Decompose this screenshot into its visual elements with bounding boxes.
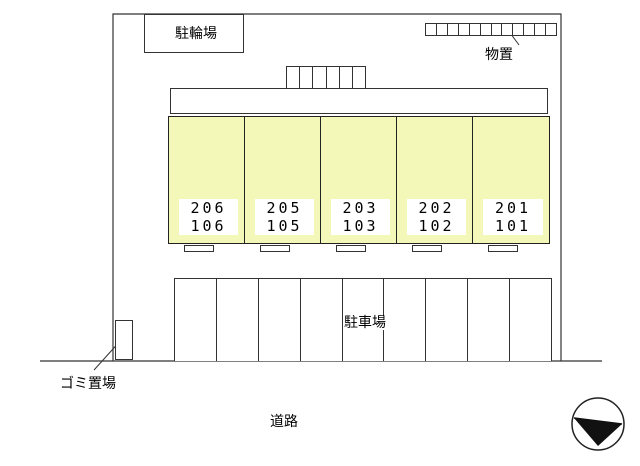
- unit-number-plate: 202 102: [407, 199, 466, 235]
- entrance-step: [184, 245, 214, 252]
- unit-lower-number: 102: [418, 217, 455, 235]
- bicycle-parking-area: [144, 14, 244, 53]
- bicycle-parking-label: 駐輪場: [175, 26, 217, 42]
- unit-number-plate: 206 106: [179, 199, 238, 235]
- unit-lower-number: 106: [190, 217, 227, 235]
- garbage-label: ゴミ置場: [60, 376, 116, 392]
- unit-number-plate: 203 103: [331, 199, 390, 235]
- unit-206-106: 206 106: [168, 116, 245, 244]
- unit-upper-number: 206: [190, 199, 227, 217]
- stairs: [286, 66, 366, 89]
- unit-number-plate: 201 101: [483, 199, 543, 235]
- unit-205-105: 205 105: [244, 116, 321, 244]
- storage-rack: [425, 23, 557, 36]
- entrance-step: [336, 245, 366, 252]
- unit-upper-number: 202: [418, 199, 455, 217]
- unit-number-plate: 205 105: [255, 199, 314, 235]
- unit-lower-number: 105: [266, 217, 303, 235]
- building: 206 106 205 105 203 103 202 102 201 101: [168, 116, 550, 244]
- unit-upper-number: 203: [342, 199, 379, 217]
- unit-lower-number: 103: [342, 217, 379, 235]
- unit-lower-number: 101: [494, 217, 532, 235]
- entrance-step: [412, 245, 442, 252]
- unit-upper-number: 201: [494, 199, 532, 217]
- storage-label: 物置: [485, 47, 513, 63]
- unit-202-102: 202 102: [396, 116, 473, 244]
- parking-label: 駐車場: [343, 315, 387, 331]
- road-label: 道路: [270, 414, 298, 430]
- entrance-step: [260, 245, 290, 252]
- unit-201-101: 201 101: [472, 116, 550, 244]
- unit-upper-number: 205: [266, 199, 303, 217]
- unit-203-103: 203 103: [320, 116, 397, 244]
- north-arrow-icon: [571, 397, 625, 451]
- garbage-area: [115, 320, 133, 360]
- entrance-step: [488, 245, 518, 252]
- corridor: [170, 88, 548, 114]
